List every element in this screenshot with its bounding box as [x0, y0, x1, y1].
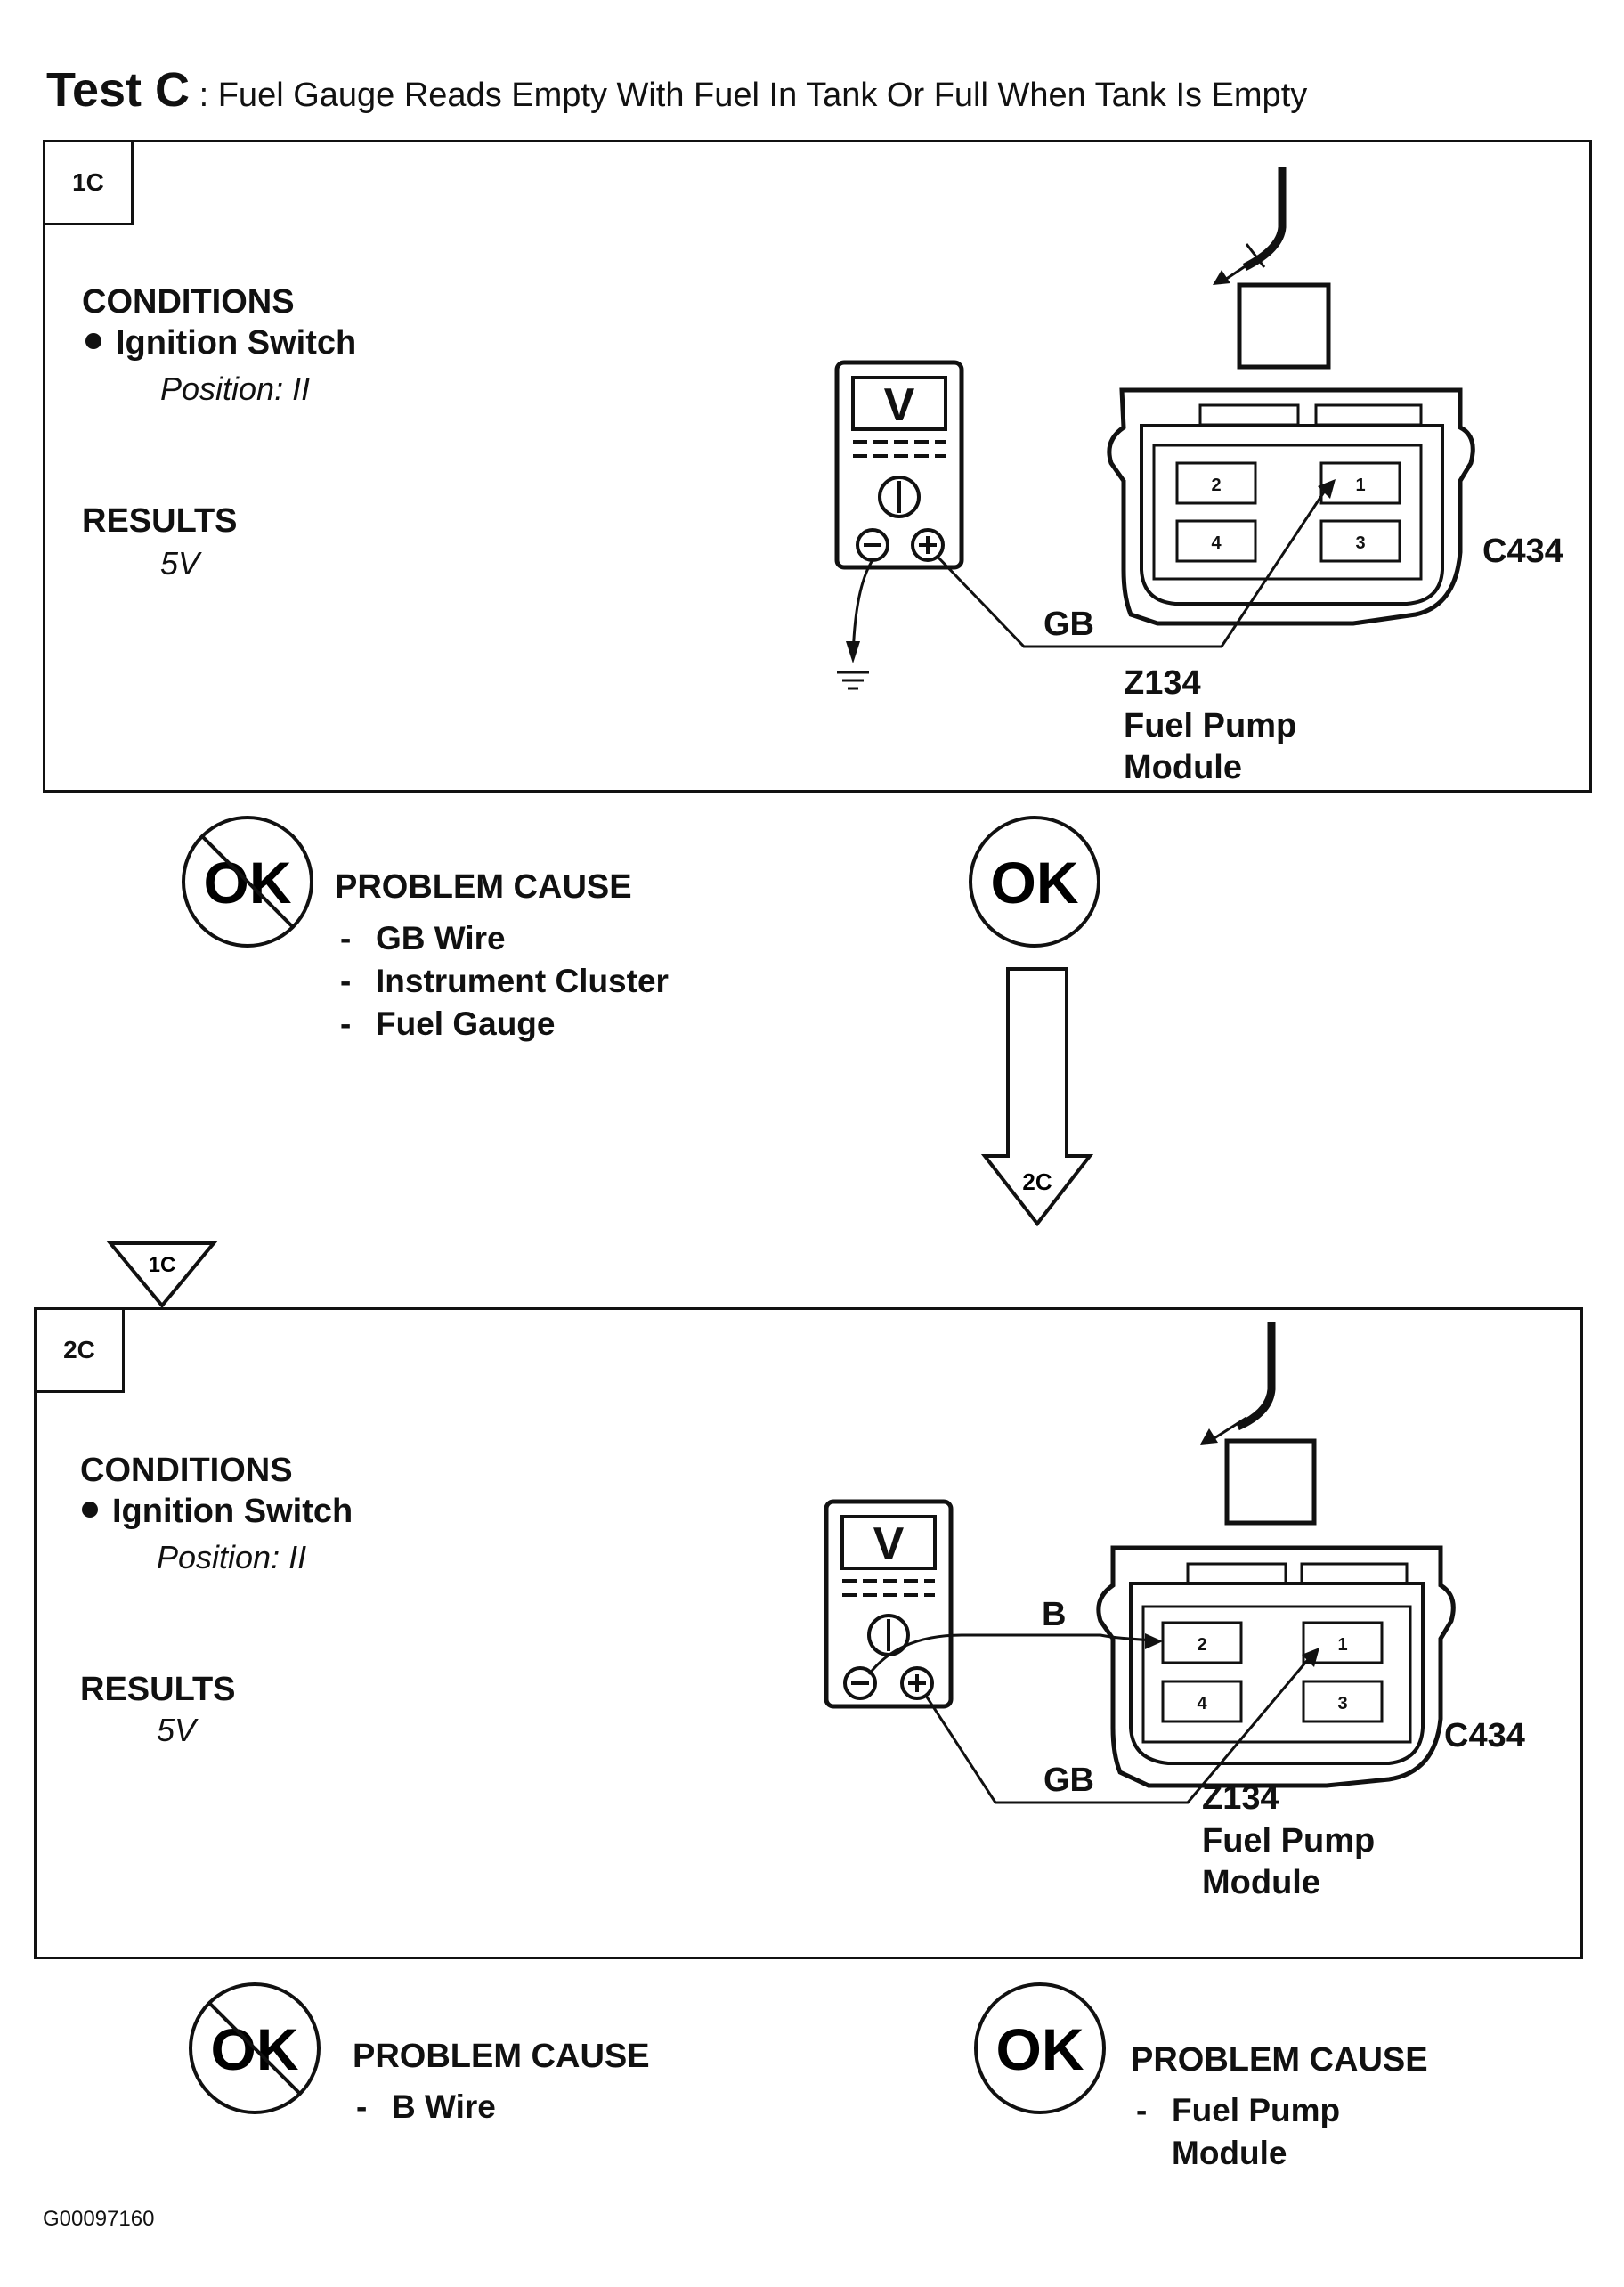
- pin-1: 1: [1337, 1635, 1347, 1655]
- step-1c-not-ok-causes: -GB Wire -Instrument Cluster -Fuel Gauge: [340, 917, 669, 1046]
- ok-text: OK: [996, 2016, 1084, 2082]
- component-name-line-2: Module: [1124, 749, 1242, 786]
- multimeter-icon: [834, 360, 964, 570]
- step-2c-wire-label-gb: GB: [1043, 1762, 1094, 1799]
- step-2c-results-heading: RESULTS: [80, 1671, 236, 1708]
- cause-item: Module: [1172, 2135, 1287, 2171]
- step-2c-ok-symbol: OK: [974, 1982, 1106, 2114]
- step-2c-conditions-heading: CONDITIONS: [80, 1452, 293, 1489]
- step-1c-tag: 1C: [45, 142, 134, 225]
- step-2c-wire-label-b: B: [1042, 1596, 1067, 1633]
- figure-id: G00097160: [43, 2207, 155, 2231]
- fuel-pump-body-icon: [1224, 1438, 1317, 1526]
- cause-item: -Fuel Gauge: [340, 1005, 556, 1042]
- meter-symbol: V: [873, 1518, 905, 1570]
- step-2c-not-ok-heading: PROBLEM CAUSE: [353, 2038, 650, 2075]
- meter-symbol: V: [884, 379, 915, 431]
- step-2c-panel: 2C: [34, 1307, 1583, 1959]
- component-name-line-1: Fuel Pump: [1124, 706, 1297, 745]
- cause-item: -GB Wire: [340, 920, 506, 956]
- step-1c-condition-position: Position: II: [160, 370, 311, 407]
- cause-item: -Fuel Pump: [1136, 2092, 1341, 2128]
- step-2c-results-value: 5V: [157, 1712, 197, 1748]
- step-2c-component-label: Z134 Fuel Pump Module: [1202, 1778, 1375, 1905]
- bullet-icon: [82, 1501, 98, 1518]
- connector-housing-icon: [1107, 387, 1475, 626]
- step-1c-ok-symbol: OK: [969, 816, 1100, 948]
- title-separator: :: [190, 77, 218, 114]
- step-2c-tag: 2C: [37, 1310, 125, 1393]
- wire-harness-icon: [1236, 1322, 1276, 1431]
- step-1c-results-heading: RESULTS: [82, 502, 238, 540]
- pin-2: 2: [1211, 476, 1221, 495]
- step-1c-not-ok-symbol: OK: [182, 816, 313, 948]
- step-1c-panel: 1C: [43, 140, 1592, 793]
- pin-1: 1: [1355, 476, 1365, 495]
- step-1c-connector-id: C434: [1482, 533, 1563, 570]
- connector-housing-icon: [1096, 1545, 1456, 1788]
- component-name-line-2: Module: [1202, 1864, 1320, 1901]
- step-2c-not-ok-causes: -B Wire: [356, 2086, 496, 2128]
- step-2c-connector-id: C434: [1444, 1717, 1525, 1754]
- page-title: Test C : Fuel Gauge Reads Empty With Fue…: [46, 62, 1307, 118]
- multimeter-icon: [824, 1499, 954, 1709]
- fuel-pump-body-icon: [1237, 282, 1331, 370]
- cause-item: -B Wire: [356, 2088, 496, 2125]
- step-1c-condition-item: Ignition Switch: [85, 322, 356, 365]
- step-2c-condition-position: Position: II: [157, 1539, 307, 1575]
- step-2c-ok-heading: PROBLEM CAUSE: [1131, 2041, 1428, 2079]
- step-1c-component-label: Z134 Fuel Pump Module: [1124, 663, 1296, 790]
- bullet-icon: [85, 332, 102, 349]
- ok-text: OK: [991, 850, 1079, 916]
- test-label: Test C: [46, 63, 191, 117]
- condition-item-text: Ignition Switch: [112, 1493, 353, 1530]
- entry-marker-icon: 1C: [106, 1241, 218, 1309]
- pin-4: 4: [1197, 1694, 1207, 1713]
- pin-4: 4: [1211, 533, 1222, 553]
- test-description: Fuel Gauge Reads Empty With Fuel In Tank…: [217, 77, 1308, 114]
- cause-item: -Instrument Cluster: [340, 963, 669, 999]
- step-1c-conditions-heading: CONDITIONS: [82, 283, 295, 321]
- entry-ref-label: 1C: [149, 1253, 176, 1277]
- component-code: Z134: [1124, 664, 1201, 702]
- condition-item-text: Ignition Switch: [116, 324, 357, 362]
- next-step-arrow-icon: 2C: [980, 967, 1094, 1227]
- step-1c-wire-label: GB: [1043, 606, 1094, 643]
- pin-3: 3: [1355, 533, 1365, 553]
- step-1c-results-value: 5V: [160, 545, 200, 582]
- pin-2: 2: [1197, 1635, 1206, 1655]
- step-2c-not-ok-symbol: OK: [189, 1982, 321, 2114]
- pin-3: 3: [1337, 1694, 1347, 1713]
- component-name-line-1: Fuel Pump: [1202, 1821, 1376, 1860]
- step-2c-ok-causes: -Fuel Pump Module: [1136, 2089, 1340, 2175]
- step-2c-condition-item: Ignition Switch: [82, 1491, 353, 1534]
- component-code: Z134: [1202, 1779, 1279, 1817]
- next-step-label: 2C: [1022, 1168, 1052, 1195]
- step-1c-not-ok-heading: PROBLEM CAUSE: [335, 868, 632, 906]
